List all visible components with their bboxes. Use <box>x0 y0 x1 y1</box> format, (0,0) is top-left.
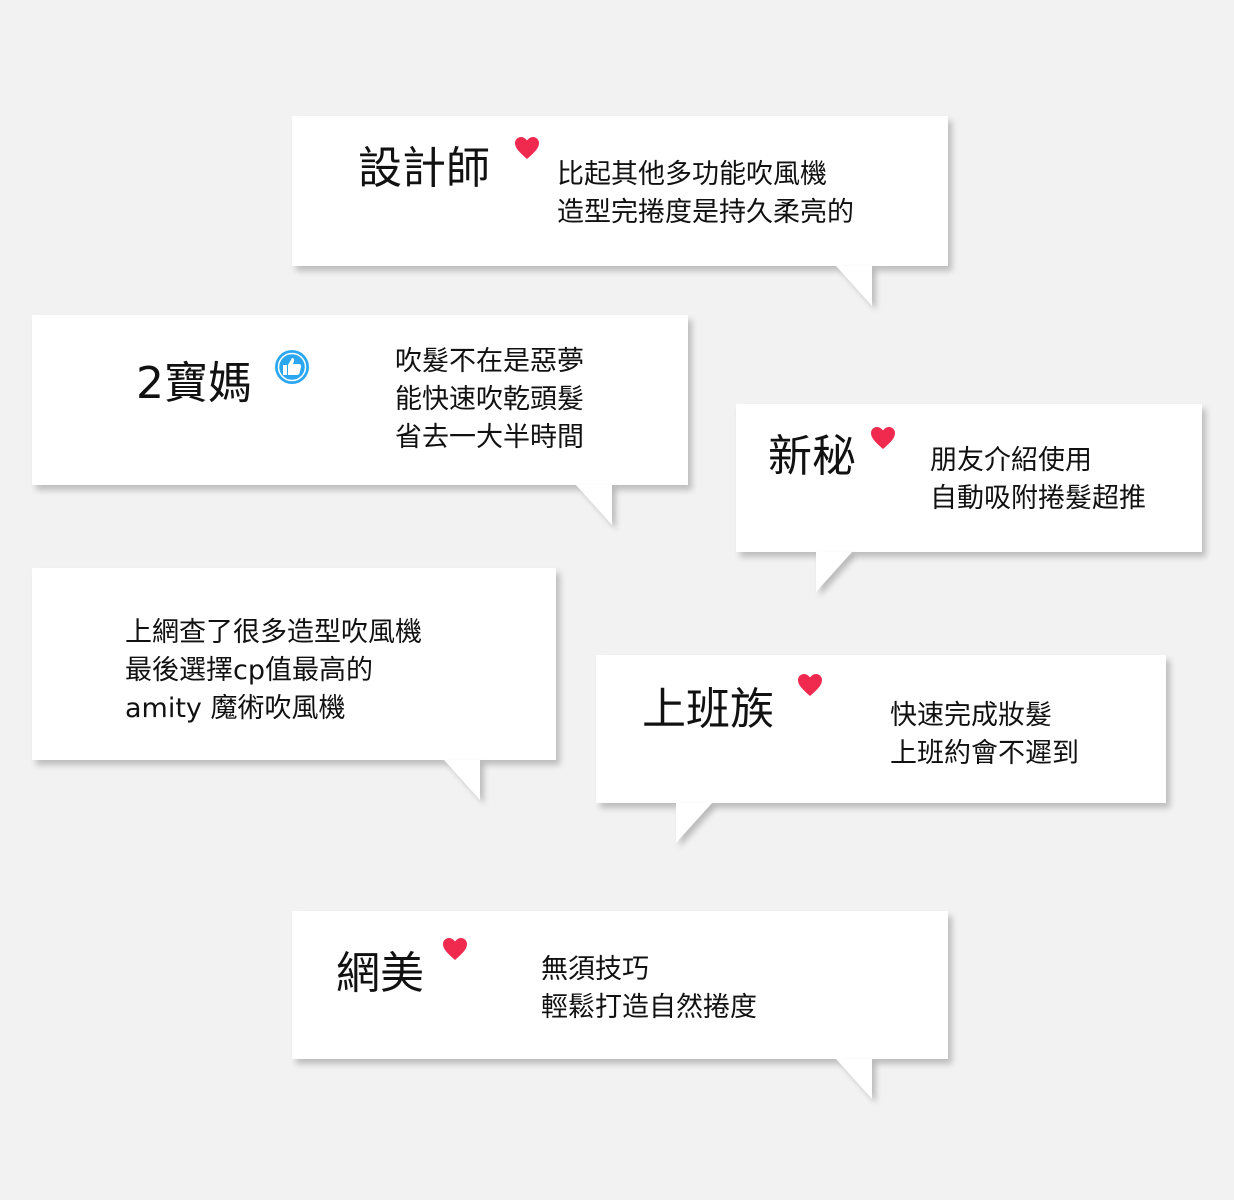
review-bubble-office-worker: 上班族 快速完成妝髮 上班約會不遲到 <box>596 655 1166 843</box>
heart-icon <box>871 427 895 449</box>
review-bubble-designer: 設計師 比起其他多功能吹風機 造型完捲度是持久柔亮的 <box>292 116 948 306</box>
reviewer-name: 新秘 <box>768 431 856 482</box>
review-line: 吹髮不在是惡夢 <box>395 346 584 377</box>
reviewer-name: 設計師 <box>358 143 490 194</box>
review-bubble-online-shopper: 上網查了很多造型吹風機 最後選擇cp值最高的 amity 魔術吹風機 <box>32 568 556 800</box>
review-line: 朋友介紹使用 <box>930 445 1092 476</box>
reviewer-name: 網美 <box>336 948 424 999</box>
bubble-tail <box>444 760 480 800</box>
review-line: 上班約會不遲到 <box>890 738 1079 769</box>
review-line: 無須技巧 <box>541 954 649 985</box>
review-line: 省去一大半時間 <box>395 422 584 453</box>
review-bubble-makeup-artist: 新秘 朋友介紹使用 自動吸附捲髮超推 <box>736 404 1202 592</box>
review-bubble-mom: 2寶媽 吹髮不在是惡夢 能快速吹乾頭髮 省去一大半時間 <box>32 315 688 525</box>
heart-icon <box>798 674 822 696</box>
review-line: 輕鬆打造自然捲度 <box>541 992 757 1023</box>
review-line: 自動吸附捲髮超推 <box>930 483 1146 514</box>
bubble-tail <box>816 552 852 592</box>
bubble-tail <box>576 485 612 525</box>
review-line: 快速完成妝髮 <box>890 700 1052 731</box>
bubble-tail <box>676 803 712 843</box>
review-line: amity 魔術吹風機 <box>125 693 346 724</box>
review-line: 比起其他多功能吹風機 <box>557 159 827 190</box>
review-line: 最後選擇cp值最高的 <box>125 655 373 686</box>
review-line: 上網查了很多造型吹風機 <box>125 617 422 648</box>
bubble-tail <box>836 1059 872 1099</box>
heart-icon <box>515 137 539 159</box>
heart-icon <box>443 938 467 960</box>
reviewer-name: 2寶媽 <box>136 358 252 409</box>
review-bubble-influencer: 網美 無須技巧 輕鬆打造自然捲度 <box>292 911 948 1099</box>
review-line: 能快速吹乾頭髮 <box>395 384 584 415</box>
review-line: 造型完捲度是持久柔亮的 <box>557 197 854 228</box>
bubble-tail <box>836 266 872 306</box>
thumbs-up-icon <box>275 350 309 384</box>
reviewer-name: 上班族 <box>642 684 774 735</box>
